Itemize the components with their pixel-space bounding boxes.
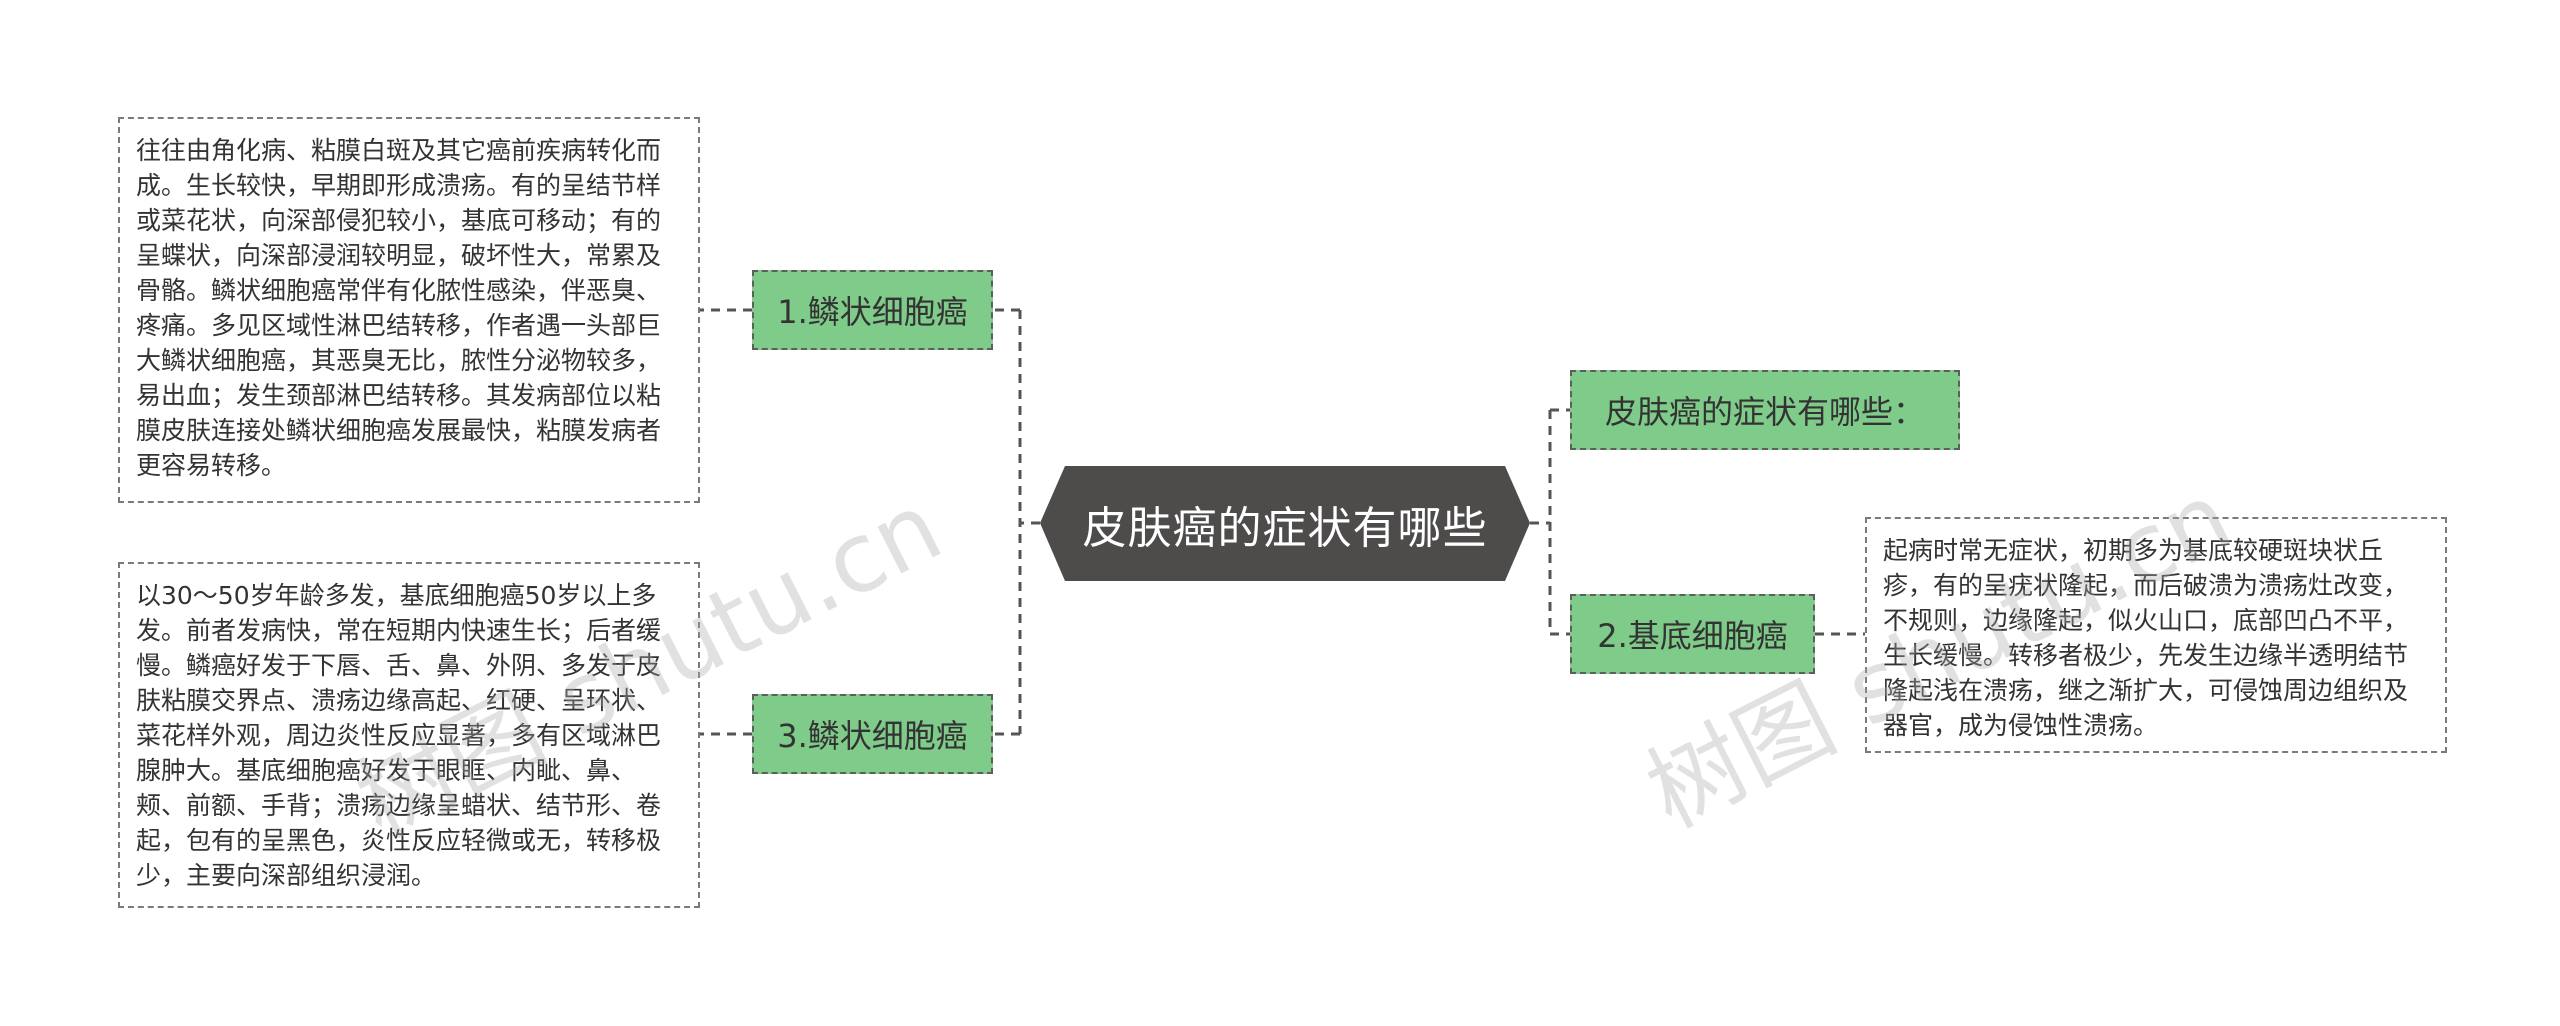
branch-squamous-cell-carcinoma-1[interactable]: 1.鳞状细胞癌 xyxy=(752,270,993,350)
branch-basal-cell-carcinoma-2[interactable]: 2.基底细胞癌 xyxy=(1570,594,1815,674)
leaf-basal-detail: 起病时常无症状，初期多为基底较硬斑块状丘疹，有的呈疣状隆起，而后破溃为溃疡灶改变… xyxy=(1865,517,2447,753)
central-topic-label: 皮肤癌的症状有哪些 xyxy=(1082,502,1488,554)
leaf-age-comparison: 以30～50岁年龄多发，基底细胞癌50岁以上多发。前者发病快，常在短期内快速生长… xyxy=(118,562,700,908)
branch-squamous-cell-carcinoma-3[interactable]: 3.鳞状细胞癌 xyxy=(752,694,993,774)
central-topic[interactable]: 皮肤癌的症状有哪些 xyxy=(1040,466,1530,581)
leaf-squamous-detail: 往往由角化病、粘膜白斑及其它癌前疾病转化而成。生长较快，早期即形成溃疡。有的呈结… xyxy=(118,117,700,503)
branch-symptoms-heading[interactable]: 皮肤癌的症状有哪些： xyxy=(1570,370,1960,450)
